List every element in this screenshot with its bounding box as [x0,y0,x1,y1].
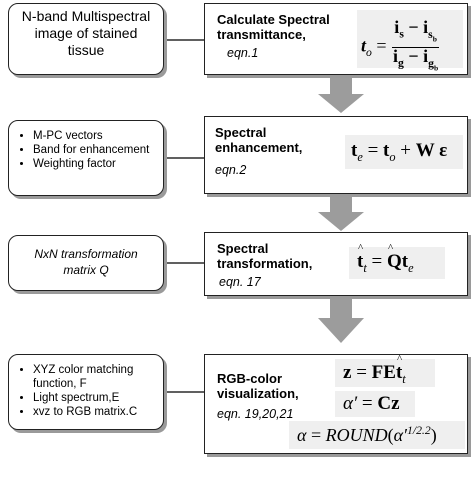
equation-3: tt = Qte [349,242,445,279]
equation-2: te = to + W ε [345,135,463,169]
input-box-multispectral-image: N-band Multispectral image of stained ti… [8,3,164,75]
step-box-transformation: Spectral transformation, eqn. 17 tt = Qt… [204,232,468,296]
step-1-eqn-ref: eqn.1 [227,46,259,60]
equation-4c: α = ROUND(α′1/2.2) [289,421,465,449]
equation-4b: α′ = Cz [335,391,415,417]
input-bullet-mpc: M-PC vectors [33,129,173,143]
down-arrow-2 [318,194,364,231]
equation-4a: z = FEtt [335,353,435,387]
step-1-title: Calculate Spectral transmittance, [217,12,330,42]
input-bullet-weighting: Weighting factor [33,157,173,171]
step-4-title: RGB-color visualization, [217,371,299,401]
input-box-enhancement-params: M-PC vectors Band for enhancement Weight… [8,120,164,196]
step-2-title: Spectral enhancement, [215,125,303,155]
step-2-eqn-ref: eqn.2 [215,163,247,177]
step-3-title: Spectral transformation, [217,241,313,271]
input-bullet-light: Light spectrum,E [33,391,175,405]
down-arrow-1 [318,76,364,113]
input-text-1: N-band Multispectral image of stained ti… [21,8,151,58]
input-box-transformation-matrix: NxN transformation matrix Q [8,235,164,291]
step-box-visualization: RGB-color visualization, eqn. 19,20,21 z… [204,353,468,454]
step-box-transmittance: Calculate Spectral transmittance, eqn.1 … [204,3,468,75]
input-text-3: NxN transformation matrix Q [34,247,138,277]
input-bullet-xyz: XYZ color matching function, F [33,363,175,391]
input-bullet-xvz: xvz to RGB matrix.C [33,405,175,419]
step-box-enhancement: Spectral enhancement, eqn.2 te = to + W … [204,116,468,194]
step-3-eqn-ref: eqn. 17 [219,275,261,289]
down-arrow-3 [318,296,364,343]
input-bullet-band: Band for enhancement [33,143,173,157]
step-4-eqn-ref: eqn. 19,20,21 [217,407,294,421]
input-box-color-params: XYZ color matching function, F Light spe… [8,354,164,430]
